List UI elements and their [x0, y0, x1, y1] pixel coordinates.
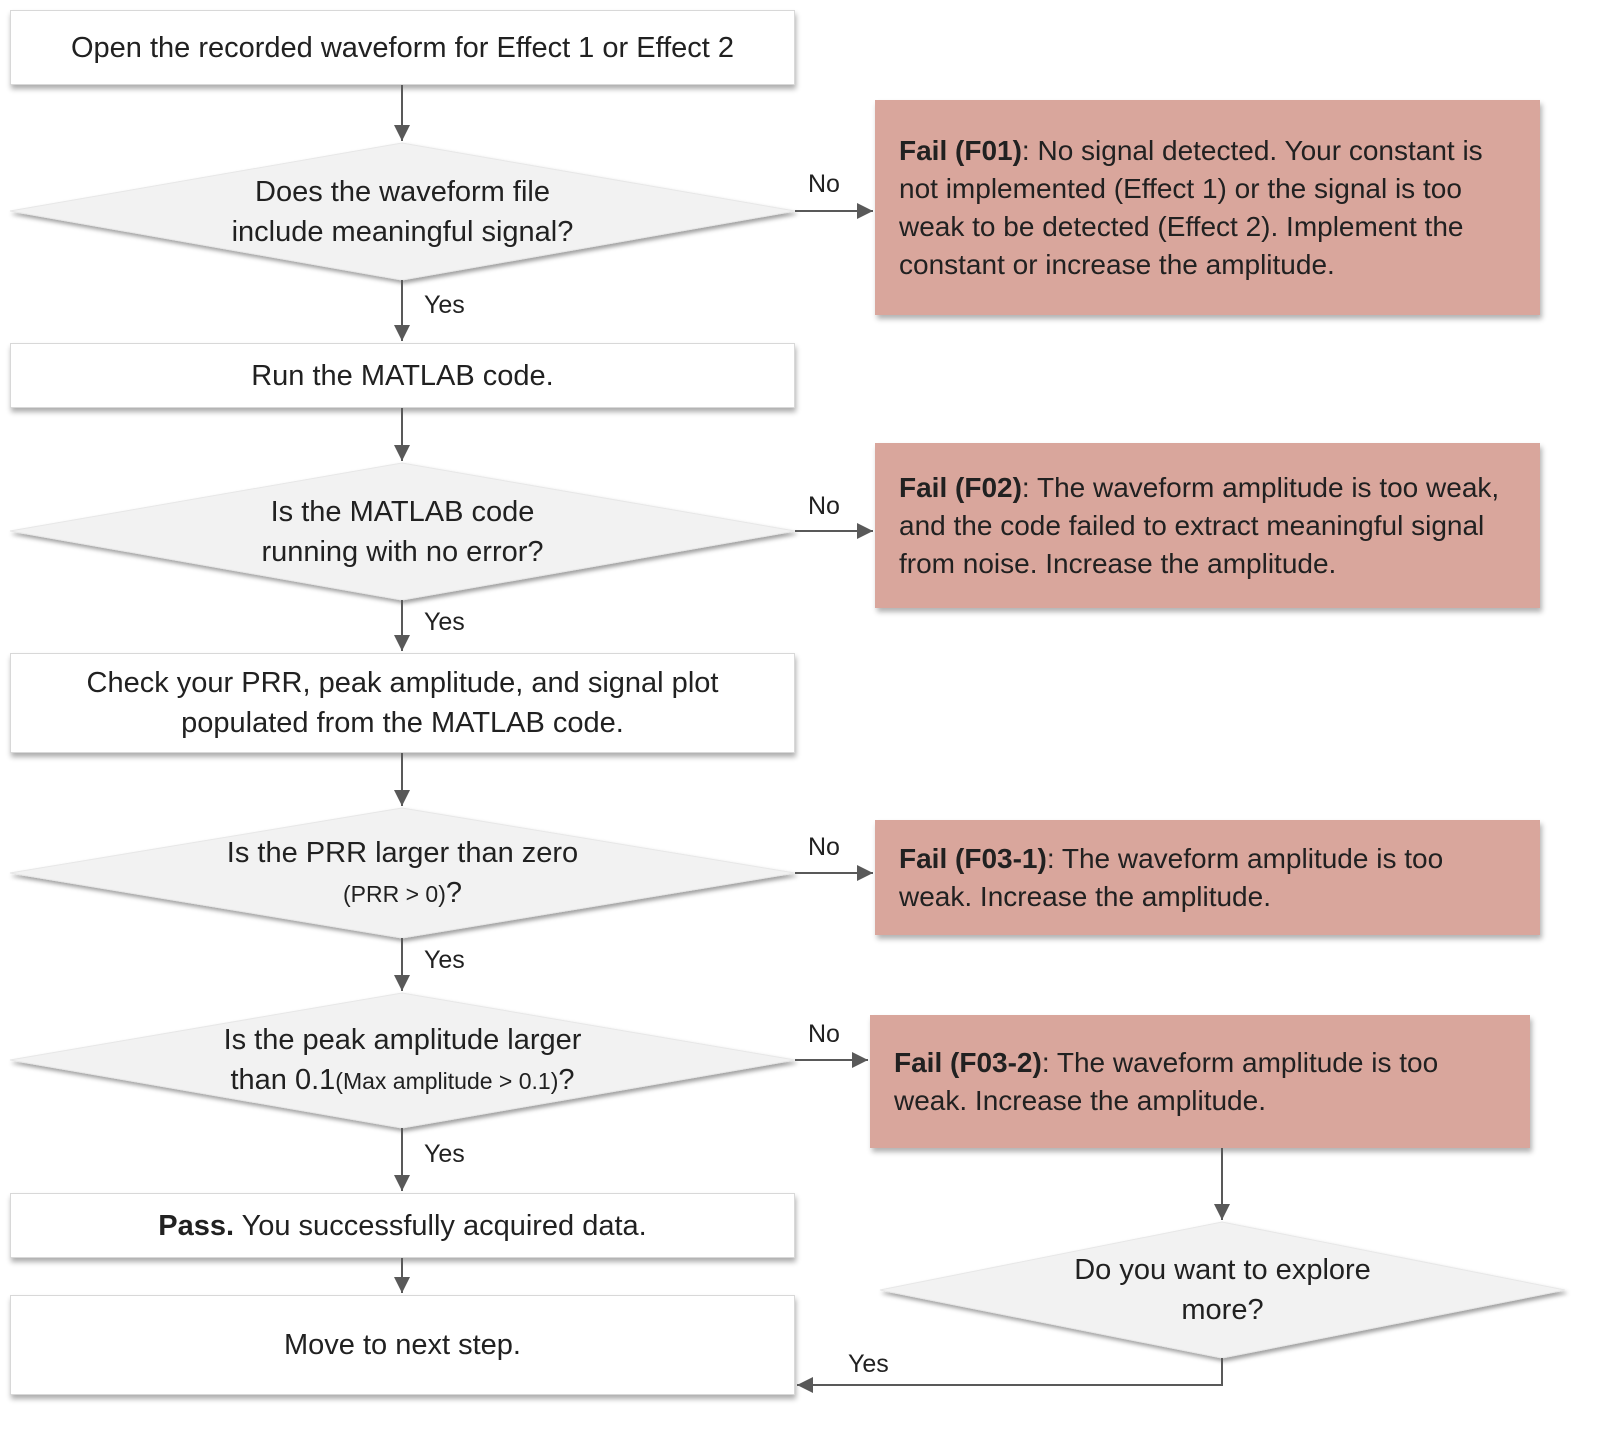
decision-diamond-prr-positive [9, 807, 796, 939]
process-box-check-prr-line2: populated from the MATLAB code. [181, 707, 624, 739]
decision-diamond-explore-more [879, 1221, 1566, 1359]
fail-box-f01: Fail (F01): No signal detected. Your con… [875, 100, 1540, 315]
edge-label-no-4: No [808, 1020, 840, 1048]
diamond-meaningful-signal-line1: Does the waveform file [255, 175, 550, 208]
process-box-run-matlab-text: Run the MATLAB code. [251, 359, 554, 392]
diamond-explore-more-text: Do you want to explore more? [880, 1222, 1565, 1358]
fail-box-f03-1-text: Fail (F03-1): The waveform amplitude is … [899, 840, 1520, 916]
prr-condition-suffix: ? [445, 876, 463, 909]
diamond-peak-amplitude-text: Is the peak amplitude larger than 0.1(Ma… [10, 993, 795, 1128]
diamond-peak-amplitude-line1: Is the peak amplitude larger [223, 1024, 582, 1056]
peak-threshold-normal: than 0.1 [230, 1064, 336, 1096]
fail-f01-code: Fail (F01) [899, 134, 1022, 166]
process-box-pass: Pass. You successfully acquired data. [10, 1193, 795, 1258]
decision-diamond-no-error [9, 462, 796, 601]
process-box-open-waveform-text: Open the recorded waveform for Effect 1 … [70, 31, 735, 64]
process-box-open-waveform: Open the recorded waveform for Effect 1 … [10, 10, 795, 85]
edge-label-no-3: No [808, 833, 840, 861]
fail-box-f02-text: Fail (F02): The waveform amplitude is to… [899, 469, 1520, 583]
diamond-explore-more-line2: more? [1181, 1294, 1264, 1326]
fail-f02-code: Fail (F02) [899, 471, 1022, 503]
diamond-peak-amplitude-line2: than 0.1(Max amplitude > 0.1)? [230, 1060, 574, 1101]
diamond-no-error-line1: Is the MATLAB code [270, 495, 535, 528]
edge-label-yes-1: Yes [424, 291, 465, 319]
process-box-run-matlab: Run the MATLAB code. [10, 343, 795, 408]
prr-condition-small: (PRR > 0) [342, 880, 446, 907]
decision-diamond-meaningful-signal [9, 142, 796, 281]
peak-condition-small: (Max amplitude > 0.1) [335, 1068, 559, 1094]
pass-bold-text: Pass. [158, 1209, 235, 1242]
fail-f03-2-message: : The waveform amplitude is too weak. In… [894, 1046, 1439, 1116]
peak-condition-suffix: ? [558, 1064, 575, 1096]
edge-label-yes-4: Yes [424, 1140, 465, 1168]
fail-box-f02: Fail (F02): The waveform amplitude is to… [875, 443, 1540, 608]
fail-box-f03-2: Fail (F03-2): The waveform amplitude is … [870, 1015, 1530, 1148]
fail-f01-message: : No signal detected. Your constant is n… [899, 134, 1483, 280]
edge-label-no-2: No [808, 492, 840, 520]
diamond-meaningful-signal-text: Does the waveform file include meaningfu… [10, 143, 795, 280]
diamond-no-error-line2: running with no error? [261, 535, 544, 568]
edge-label-yes-5: Yes [848, 1350, 889, 1378]
pass-rest-text: You successfully acquired data. [234, 1209, 647, 1242]
process-box-check-prr: Check your PRR, peak amplitude, and sign… [10, 653, 795, 753]
process-box-move-next-text: Move to next step. [284, 1329, 521, 1361]
fail-f03-1-code: Fail (F03-1) [899, 842, 1047, 874]
decision-diamond-peak-amplitude [9, 992, 796, 1129]
fail-f03-1-message: : The waveform amplitude is too weak. In… [899, 842, 1444, 912]
process-box-pass-text: Pass. You successfully acquired data. [158, 1206, 647, 1246]
diamond-prr-positive-text: Is the PRR larger than zero (PRR > 0)? [10, 808, 795, 938]
fail-box-f03-1: Fail (F03-1): The waveform amplitude is … [875, 820, 1540, 935]
fail-box-f01-text: Fail (F01): No signal detected. Your con… [899, 132, 1520, 284]
fail-box-f03-2-text: Fail (F03-2): The waveform amplitude is … [894, 1044, 1510, 1120]
diamond-meaningful-signal-line2: include meaningful signal? [231, 215, 574, 248]
fail-f03-2-code: Fail (F03-2) [894, 1046, 1042, 1078]
diamond-no-error-text: Is the MATLAB code running with no error… [10, 463, 795, 600]
diamond-explore-more-line1: Do you want to explore [1074, 1254, 1371, 1286]
edge-label-yes-2: Yes [424, 608, 465, 636]
edge-label-yes-3: Yes [424, 946, 465, 974]
diamond-prr-positive-line2: (PRR > 0)? [343, 873, 462, 914]
fail-f02-message: : The waveform amplitude is too weak, an… [899, 471, 1500, 579]
process-box-move-next: Move to next step. [10, 1295, 795, 1395]
process-box-check-prr-line1: Check your PRR, peak amplitude, and sign… [86, 667, 719, 699]
edge-label-no-1: No [808, 170, 840, 198]
diamond-prr-positive-line1: Is the PRR larger than zero [226, 836, 579, 869]
